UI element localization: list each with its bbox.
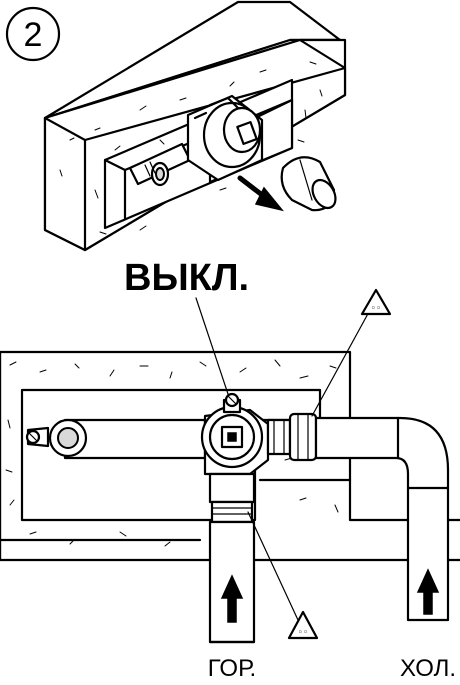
top-wall-box [43,0,347,252]
up-arrow-icon [220,574,244,623]
leader-lines [195,297,371,621]
svg-text:◦◦: ◦◦ [371,304,382,314]
svg-text:◦◦: ◦◦ [298,628,309,638]
hot-label: ГОР. [208,655,256,682]
cartridge-stem [128,142,192,187]
diagonal-arrow-icon [237,175,284,212]
cold-pipe [288,412,450,622]
valve-body [186,94,264,182]
step-number: 2 [24,16,43,54]
drip-warning-icon: ◦◦ [287,610,319,640]
mixer-body [200,392,292,504]
valve-cap [280,156,337,212]
off-label: ВЫКЛ. [124,257,249,299]
step-badge: 2 [5,6,61,62]
drip-warning-icon: ◦◦ [360,288,392,316]
up-arrow-icon [416,568,440,615]
mount-bar [25,418,207,460]
cold-label: ХОЛ. [400,655,456,682]
